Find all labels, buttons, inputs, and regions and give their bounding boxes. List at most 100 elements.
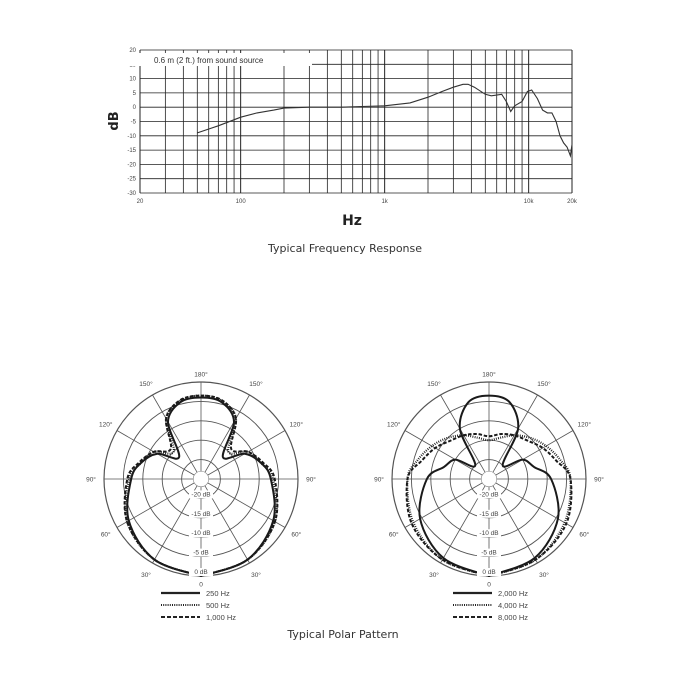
polar-angle-label: 120° <box>99 421 113 429</box>
polar-angle-label: 30° <box>141 571 151 579</box>
polar-ring-inner <box>192 470 210 488</box>
ring-label-bg <box>477 548 501 557</box>
polar-series-8000hzhz <box>405 432 573 577</box>
polar-labels-left: 030°60°90°120°150°180°150°120°90°60°30°-… <box>86 371 316 589</box>
polar-angle-label: 30° <box>251 571 261 579</box>
ring-label-bg <box>189 548 213 557</box>
polar-angle-label: 30° <box>539 571 549 579</box>
polar-series-4000hzhz <box>406 434 572 578</box>
ring-label-bg <box>189 529 213 538</box>
frequency-response-line <box>197 83 573 158</box>
y-tick-label: -30 <box>127 191 136 197</box>
polar-series-1000hzhz <box>123 394 279 577</box>
polar-ring-label: -15 dB <box>191 511 210 518</box>
ring-label-bg <box>477 568 501 576</box>
polar-grid-right <box>391 381 587 577</box>
polar-spoke <box>207 430 286 476</box>
x-tick-label: 20 <box>137 199 144 205</box>
polar-angle-label: 180° <box>482 371 496 379</box>
polar-spoke <box>495 430 574 476</box>
ring-label-bg <box>189 490 213 499</box>
polar-spoke <box>116 430 195 476</box>
polar-angle-label: 150° <box>139 380 153 388</box>
y-tick-label: -10 <box>127 134 136 140</box>
polar-spoke <box>440 485 486 564</box>
legend-left: 250 Hz 500 Hz 1,000 Hz <box>161 589 236 622</box>
polar-grid-left <box>103 381 299 577</box>
y-tick-label: 5 <box>133 91 137 97</box>
polar-spoke <box>404 482 483 528</box>
polar-angle-label: 90° <box>306 476 316 484</box>
polar-ring-label: -5 dB <box>193 550 209 557</box>
legend-label-250hz: 250 Hz <box>206 589 230 598</box>
frequency-grid <box>139 49 573 194</box>
polar-angle-label: 120° <box>290 421 304 429</box>
polar-ring-inner <box>480 470 498 488</box>
frequency-chart-title: Typical Frequency Response <box>267 242 422 255</box>
ring-label-bg <box>477 509 501 518</box>
polar-labels-right: 0 30° 60° 90° 120° 150° 180° 150° 120° 90° 60° 30° -… <box>374 371 604 589</box>
polar-series-2000hzhz <box>418 394 560 577</box>
legend-label-4000hz: 4,000 Hz <box>498 601 528 610</box>
polar-ring-label: -20 dB <box>479 491 498 498</box>
polar-angle-label: 90° <box>86 476 96 484</box>
polar-angle-label: 30° <box>429 571 439 579</box>
polar-angle-label: 150° <box>427 380 441 388</box>
polar-spoke <box>116 482 195 528</box>
y-tick-label: 0 <box>133 105 137 111</box>
x-axis-title: Hz <box>342 213 362 229</box>
polar-angle-label: 60° <box>291 531 301 539</box>
polar-ring-label: -10 dB <box>191 530 210 537</box>
y-tick-label: 20 <box>129 48 136 54</box>
polar-angle-label: 60° <box>389 531 399 539</box>
legend-label-1000hz: 1,000 Hz <box>206 613 236 622</box>
polar-spoke <box>152 394 198 473</box>
legend-label-2000hz: 2,000 Hz <box>498 589 528 598</box>
polar-series-250hzhz <box>126 396 276 577</box>
polar-spoke <box>440 394 486 473</box>
legend-right: 2,000 Hz 4,000 Hz 8,000 Hz <box>453 589 528 622</box>
polar-ring-label: 0 dB <box>194 569 207 576</box>
polar-ring-label: -20 dB <box>191 491 210 498</box>
distance-annotation: 0.6 m (2 ft.) from sound source <box>154 56 264 65</box>
x-tick-label: 20k <box>567 199 578 205</box>
polar-angle-label: 120° <box>578 421 592 429</box>
polar-angle-label: 90° <box>594 476 604 484</box>
legend-label-8000hz: 8,000 Hz <box>498 613 528 622</box>
y-axis-title: dB <box>107 111 122 130</box>
polar-angle-label: 0 <box>487 582 491 589</box>
ring-label-bg <box>189 509 213 518</box>
ring-label-bg <box>477 490 501 499</box>
polar-angle-label: 150° <box>249 380 263 388</box>
polar-spoke <box>495 482 574 528</box>
polar-angle-label: 90° <box>374 476 384 484</box>
polar-spoke <box>204 485 250 564</box>
polar-spoke <box>152 485 198 564</box>
y-tick-label: 10 <box>129 77 136 83</box>
polar-ring-label: -5 dB <box>481 550 497 557</box>
polar-angle-label: 60° <box>579 531 589 539</box>
polar-angle-label: 150° <box>537 380 551 388</box>
polar-ring-label: -10 dB <box>479 530 498 537</box>
y-tick-label: -20 <box>127 162 136 168</box>
x-tick-label: 10k <box>524 199 535 205</box>
y-tick-label: -25 <box>127 177 136 183</box>
polar-series-left <box>123 394 279 578</box>
polar-angle-label: 60° <box>101 531 111 539</box>
polar-spoke <box>204 394 250 473</box>
polar-ring-label: 0 dB <box>482 569 495 576</box>
x-tick-label: 1k <box>381 199 388 205</box>
polar-ring-label: -15 dB <box>479 511 498 518</box>
polar-angle-label: 0 <box>199 582 203 589</box>
polar-pattern-high-freq: 0 30° 60° 90° 120° 150° 180° 150° 120° 90° 60° 30° -… <box>374 371 604 589</box>
y-tick-label: -15 <box>127 148 136 154</box>
y-tick-label: -5 <box>131 120 137 126</box>
polar-angle-label: 120° <box>387 421 401 429</box>
polar-pattern-low-freq: 030°60°90°120°150°180°150°120°90°60°30°-… <box>86 371 316 589</box>
legend-label-500hz: 500 Hz <box>206 601 230 610</box>
polar-spoke <box>492 485 538 564</box>
polar-spoke <box>492 394 538 473</box>
x-tick-label: 100 <box>236 199 247 205</box>
